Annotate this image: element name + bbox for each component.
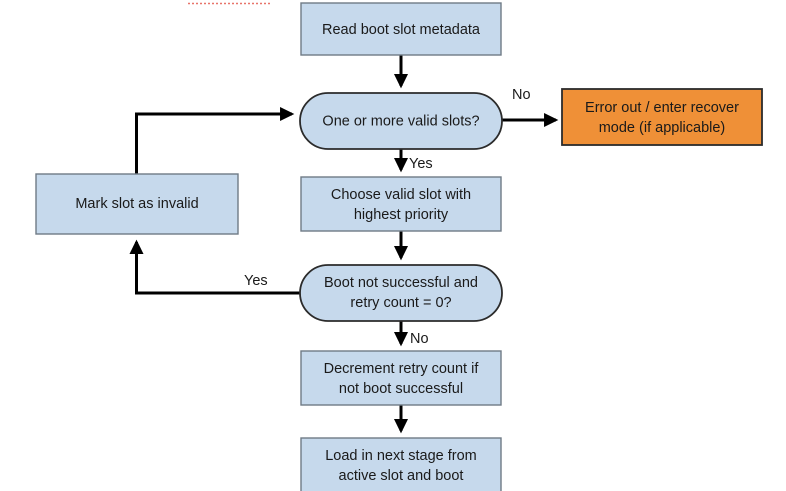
node-error-out-enter-recover-mode[interactable]: Error out / enter recover mode (if appli… (561, 88, 763, 146)
node-choose-valid-slot-highest-priority[interactable]: Choose valid slot with highest priority (300, 176, 502, 232)
node-shape (35, 173, 239, 235)
node-label-line1: Decrement retry count if (324, 361, 480, 377)
node-mark-slot-as-invalid[interactable]: Mark slot as invalid (35, 173, 239, 235)
node-label-line2: mode (if applicable) (599, 120, 726, 136)
node-boot-not-successful-retry-zero[interactable]: Boot not successful and retry count = 0? (299, 264, 503, 322)
node-label-line1: Load in next stage from (325, 448, 477, 464)
edge-label-no-boot-failed: No (410, 331, 429, 347)
edge-label-yes-valid-slots: Yes (409, 156, 433, 172)
node-shape (300, 437, 502, 491)
edge-label-no-valid-slots: No (512, 87, 531, 103)
node-shape (300, 2, 502, 56)
node-label-line2: active slot and boot (339, 468, 464, 484)
node-label: Read boot slot metadata (322, 22, 481, 38)
connector-mark-invalid-to-valid-slots (135, 106, 295, 174)
node-shape (299, 264, 503, 322)
node-label: One or more valid slots? (322, 113, 479, 129)
node-shape (300, 176, 502, 232)
node-label-line1: Error out / enter recover (585, 100, 739, 116)
node-one-or-more-valid-slots[interactable]: One or more valid slots? (299, 92, 503, 150)
node-shape (299, 92, 503, 150)
node-label-line2: not boot successful (339, 381, 463, 397)
node-label-line1: Choose valid slot with (331, 187, 471, 203)
node-label-line2: highest priority (354, 207, 449, 223)
edge-label-yes-boot-failed: Yes (244, 273, 268, 289)
node-shape (300, 350, 502, 406)
node-decrement-retry-count[interactable]: Decrement retry count if not boot succes… (300, 350, 502, 406)
node-shape (561, 88, 763, 146)
node-label: Mark slot as invalid (75, 196, 198, 212)
node-read-boot-slot-metadata[interactable]: Read boot slot metadata (300, 2, 502, 56)
node-label-line1: Boot not successful and (324, 275, 478, 291)
node-label-line2: retry count = 0? (350, 295, 451, 311)
node-load-next-stage-active-slot[interactable]: Load in next stage from active slot and … (300, 437, 502, 491)
connector-boot-yes-to-mark-invalid (129, 239, 300, 295)
